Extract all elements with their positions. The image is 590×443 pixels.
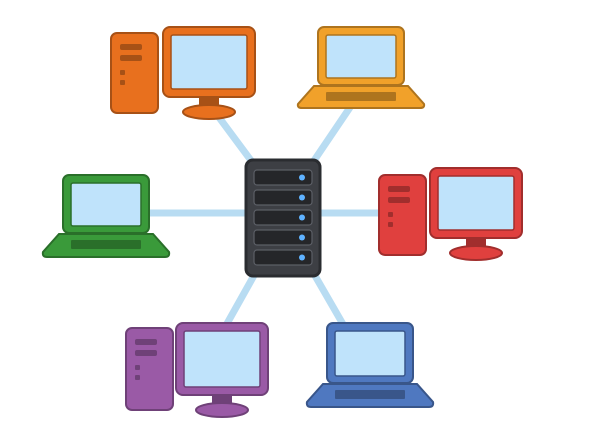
server-led xyxy=(299,194,305,201)
desktop-computer-icon xyxy=(378,167,523,261)
server-led xyxy=(299,234,305,241)
server-bay xyxy=(253,189,313,206)
laptop-icon xyxy=(305,322,435,408)
server-bay xyxy=(253,169,313,186)
laptop-icon xyxy=(41,174,171,258)
server-led xyxy=(299,214,305,221)
desktop-computer-icon xyxy=(110,26,256,120)
server-bay xyxy=(253,249,313,266)
server-bay xyxy=(253,209,313,226)
server-bay xyxy=(253,229,313,246)
server-led xyxy=(299,254,305,261)
desktop-computer-icon xyxy=(125,322,269,418)
laptop-icon xyxy=(296,26,426,109)
server-led xyxy=(299,174,305,181)
server-rack-icon xyxy=(244,158,322,278)
